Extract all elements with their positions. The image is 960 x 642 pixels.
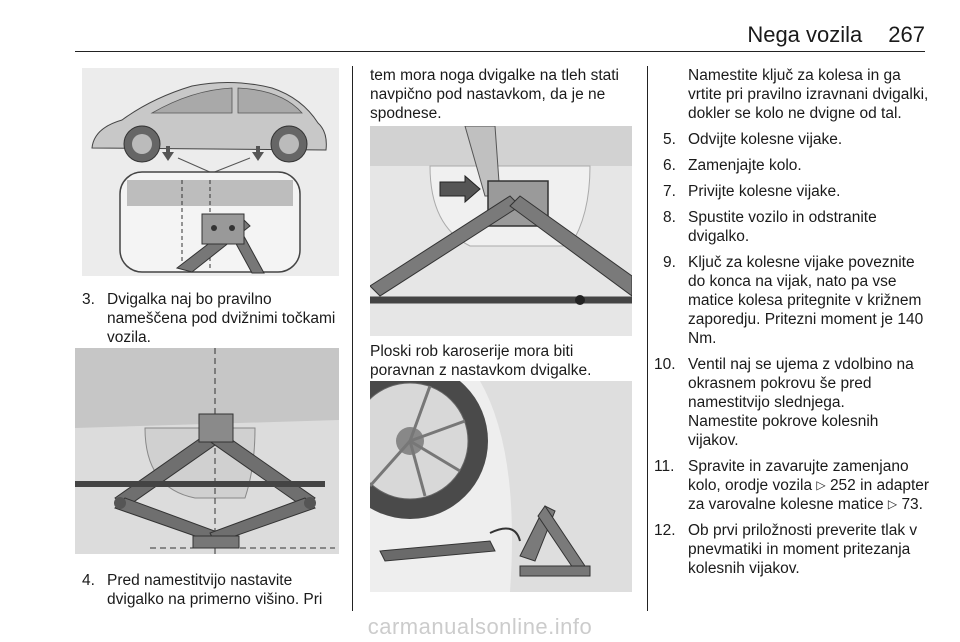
step-3: 3. Dvigalka naj bo pravilno nameščena po… <box>82 290 347 347</box>
figure-jack-flat-edge <box>370 126 632 336</box>
page-ref[interactable]: 73. <box>901 496 923 513</box>
step-10: 10. Ventil naj se ujema z vdolbino na ok… <box>654 355 931 412</box>
step-11: 11. Spravite in zavarujte zamenjano kolo… <box>654 457 931 514</box>
page-title: Nega vozila <box>747 22 863 47</box>
jack-head-closeup-illustration <box>370 126 632 336</box>
watermark: carmanualsonline.info <box>367 614 593 639</box>
header-rule <box>75 51 925 52</box>
step-text: Privijte kolesne vijake. <box>688 183 841 200</box>
step-text: Pred namestitvijo nastavite dvigalko na … <box>107 572 323 608</box>
paragraph: tem mora noga dvigalke na tleh stati nav… <box>370 67 619 122</box>
step-number: 12. <box>654 522 676 539</box>
col2-continuation: tem mora noga dvigalke na tleh stati nav… <box>370 66 638 123</box>
step-10-note: Namestite pokrove kolesnih vijakov. <box>688 413 879 449</box>
column-divider-1 <box>352 66 353 611</box>
jack-underbody-illustration <box>75 348 339 554</box>
step-number: 6. <box>663 157 676 174</box>
step-text: Dvigalka naj bo pravilno nameščena pod d… <box>107 291 336 346</box>
step-text: Ventil naj se ujema z vdolbino na okrasn… <box>688 356 914 411</box>
step-number: 4. <box>82 572 95 589</box>
step-number: 5. <box>663 131 676 148</box>
page-ref-arrow-icon: ▷ <box>816 478 826 492</box>
caption-text: Ploski rob karoserije mora biti poravnan… <box>370 343 592 379</box>
page-number: 267 <box>888 22 925 47</box>
step-9: 9. Ključ za kolesne vijake poveznite do … <box>663 253 931 348</box>
step-6: 6. Zamenjajte kolo. <box>663 156 931 175</box>
step-7: 7. Privijte kolesne vijake. <box>663 182 931 201</box>
step-text-a: Spravite in zavarujte zamenjano kolo, or… <box>688 458 909 494</box>
step-number: 8. <box>663 209 676 226</box>
step-text: Odvijte kolesne vijake. <box>688 131 843 148</box>
column-divider-2 <box>647 66 648 611</box>
step-text: Zamenjajte kolo. <box>688 157 802 174</box>
step-8: 8. Spustite vozilo in odstranite dvigalk… <box>663 208 931 246</box>
step-number: 7. <box>663 183 676 200</box>
figure-car-jacking-points <box>82 68 339 276</box>
wheel-jack-wrench-illustration <box>370 381 632 592</box>
step-number: 3. <box>82 291 95 308</box>
step-text: Ključ za kolesne vijake poveznite do kon… <box>688 254 924 347</box>
step-4: 4. Pred namestitvijo nastavite dvigalko … <box>82 571 347 609</box>
step-text: Spustite vozilo in odstranite dvigalko. <box>688 209 877 245</box>
step-12: 12. Ob prvi priložnosti preverite tlak v… <box>654 521 931 578</box>
step-number: 10. <box>654 356 676 373</box>
page-ref[interactable]: 252 <box>829 477 856 494</box>
col3-content: Namestite ključ za kolesa in ga vrtite p… <box>654 66 931 578</box>
figure-caption: Ploski rob karoserije mora biti poravnan… <box>370 342 638 380</box>
figure-jack-under-vehicle <box>75 348 339 554</box>
step-text: Ob prvi priložnosti preverite tlak v pne… <box>688 522 918 577</box>
paragraph: Namestite ključ za kolesa in ga vrtite p… <box>688 67 929 122</box>
figure-wheel-with-jack <box>370 381 632 592</box>
step-number: 9. <box>663 254 676 271</box>
car-jacking-illustration <box>82 68 339 276</box>
step-text-b: in adapter za varovalne kolesne matice <box>688 477 930 513</box>
page-header: Nega vozila 267 <box>747 22 925 52</box>
step-5: 5. Odvijte kolesne vijake. <box>663 130 931 149</box>
page-ref-arrow-icon: ▷ <box>887 497 898 511</box>
step-number: 11. <box>654 458 675 475</box>
